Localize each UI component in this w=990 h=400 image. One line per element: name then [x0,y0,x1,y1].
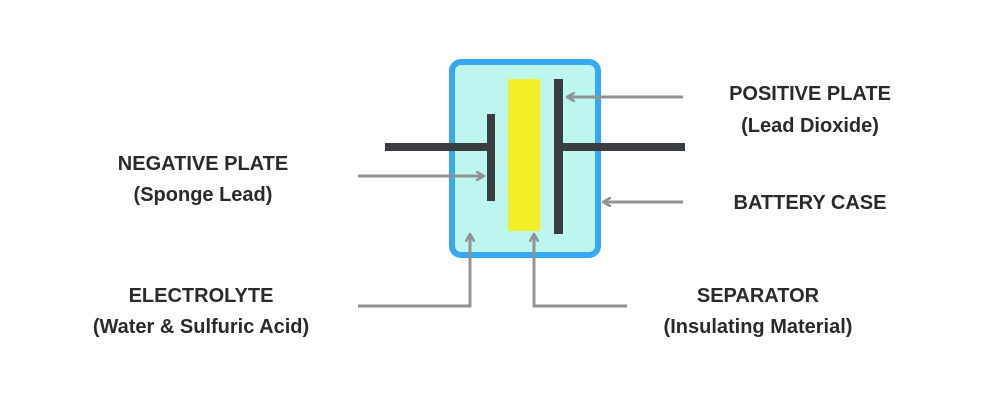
electrolyte-title: ELECTROLYTE [129,285,274,307]
callout-separator [534,234,627,308]
callout-electrolyte [358,234,470,308]
positive-plate-title: POSITIVE PLATE [729,83,891,105]
negative-plate-title: NEGATIVE PLATE [118,153,288,175]
positive-terminal [557,143,685,151]
separator-title: SEPARATOR [697,285,820,307]
negative-plate [487,114,495,201]
separator [508,79,540,231]
positive-plate [554,79,563,234]
separator-subtitle: (Insulating Material) [664,316,853,338]
electrolyte-subtitle: (Water & Sulfuric Acid) [93,316,309,338]
battery-case-title: BATTERY CASE [734,192,887,214]
positive-plate-subtitle: (Lead Dioxide) [741,115,879,137]
negative-plate-subtitle: (Sponge Lead) [134,184,273,206]
negative-terminal [385,143,491,151]
